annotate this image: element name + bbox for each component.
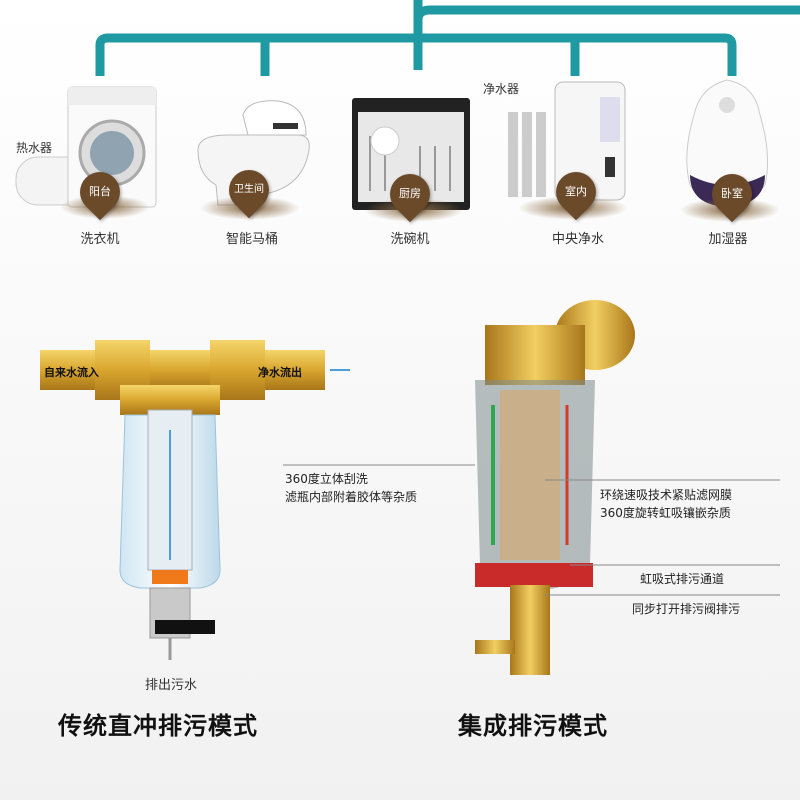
integrated-mode-title: 集成排污模式 <box>458 712 608 740</box>
water-purifier-label: 净水器 <box>483 82 520 96</box>
callout-right-line2: 360度旋转虹吸镶嵌杂质 <box>600 506 731 520</box>
appliance-label-dishwasher: 洗碗机 <box>390 232 430 247</box>
appliance-label-toilet: 智能马桶 <box>225 232 278 247</box>
central-purifier <box>500 72 640 207</box>
traditional-mode-title: 传统直冲排污模式 <box>58 712 258 740</box>
drain-label: 排出污水 <box>145 678 198 693</box>
appliance-label-washer: 洗衣机 <box>80 232 120 247</box>
integrated-filter-diagram <box>475 300 635 675</box>
callout-left-line1: 360度立体刮洗 <box>285 472 368 486</box>
outlet-label: 净水流出 <box>258 366 302 379</box>
dishwasher <box>350 96 472 214</box>
callout-valve: 同步打开排污阀排污 <box>632 602 741 616</box>
appliance-label-humidifier: 加湿器 <box>708 232 748 247</box>
water-heater-label: 热水器 <box>16 141 53 155</box>
inlet-label: 自来水流入 <box>44 366 99 379</box>
callout-left-line2: 滤瓶内部附着胶体等杂质 <box>285 490 418 504</box>
callout-siphon: 虹吸式排污通道 <box>640 572 725 586</box>
callout-right-line1: 环绕速吸技术紧贴滤网膜 <box>600 488 733 502</box>
traditional-filter-diagram <box>40 340 350 660</box>
appliance-label-purifier: 中央净水 <box>551 232 604 247</box>
